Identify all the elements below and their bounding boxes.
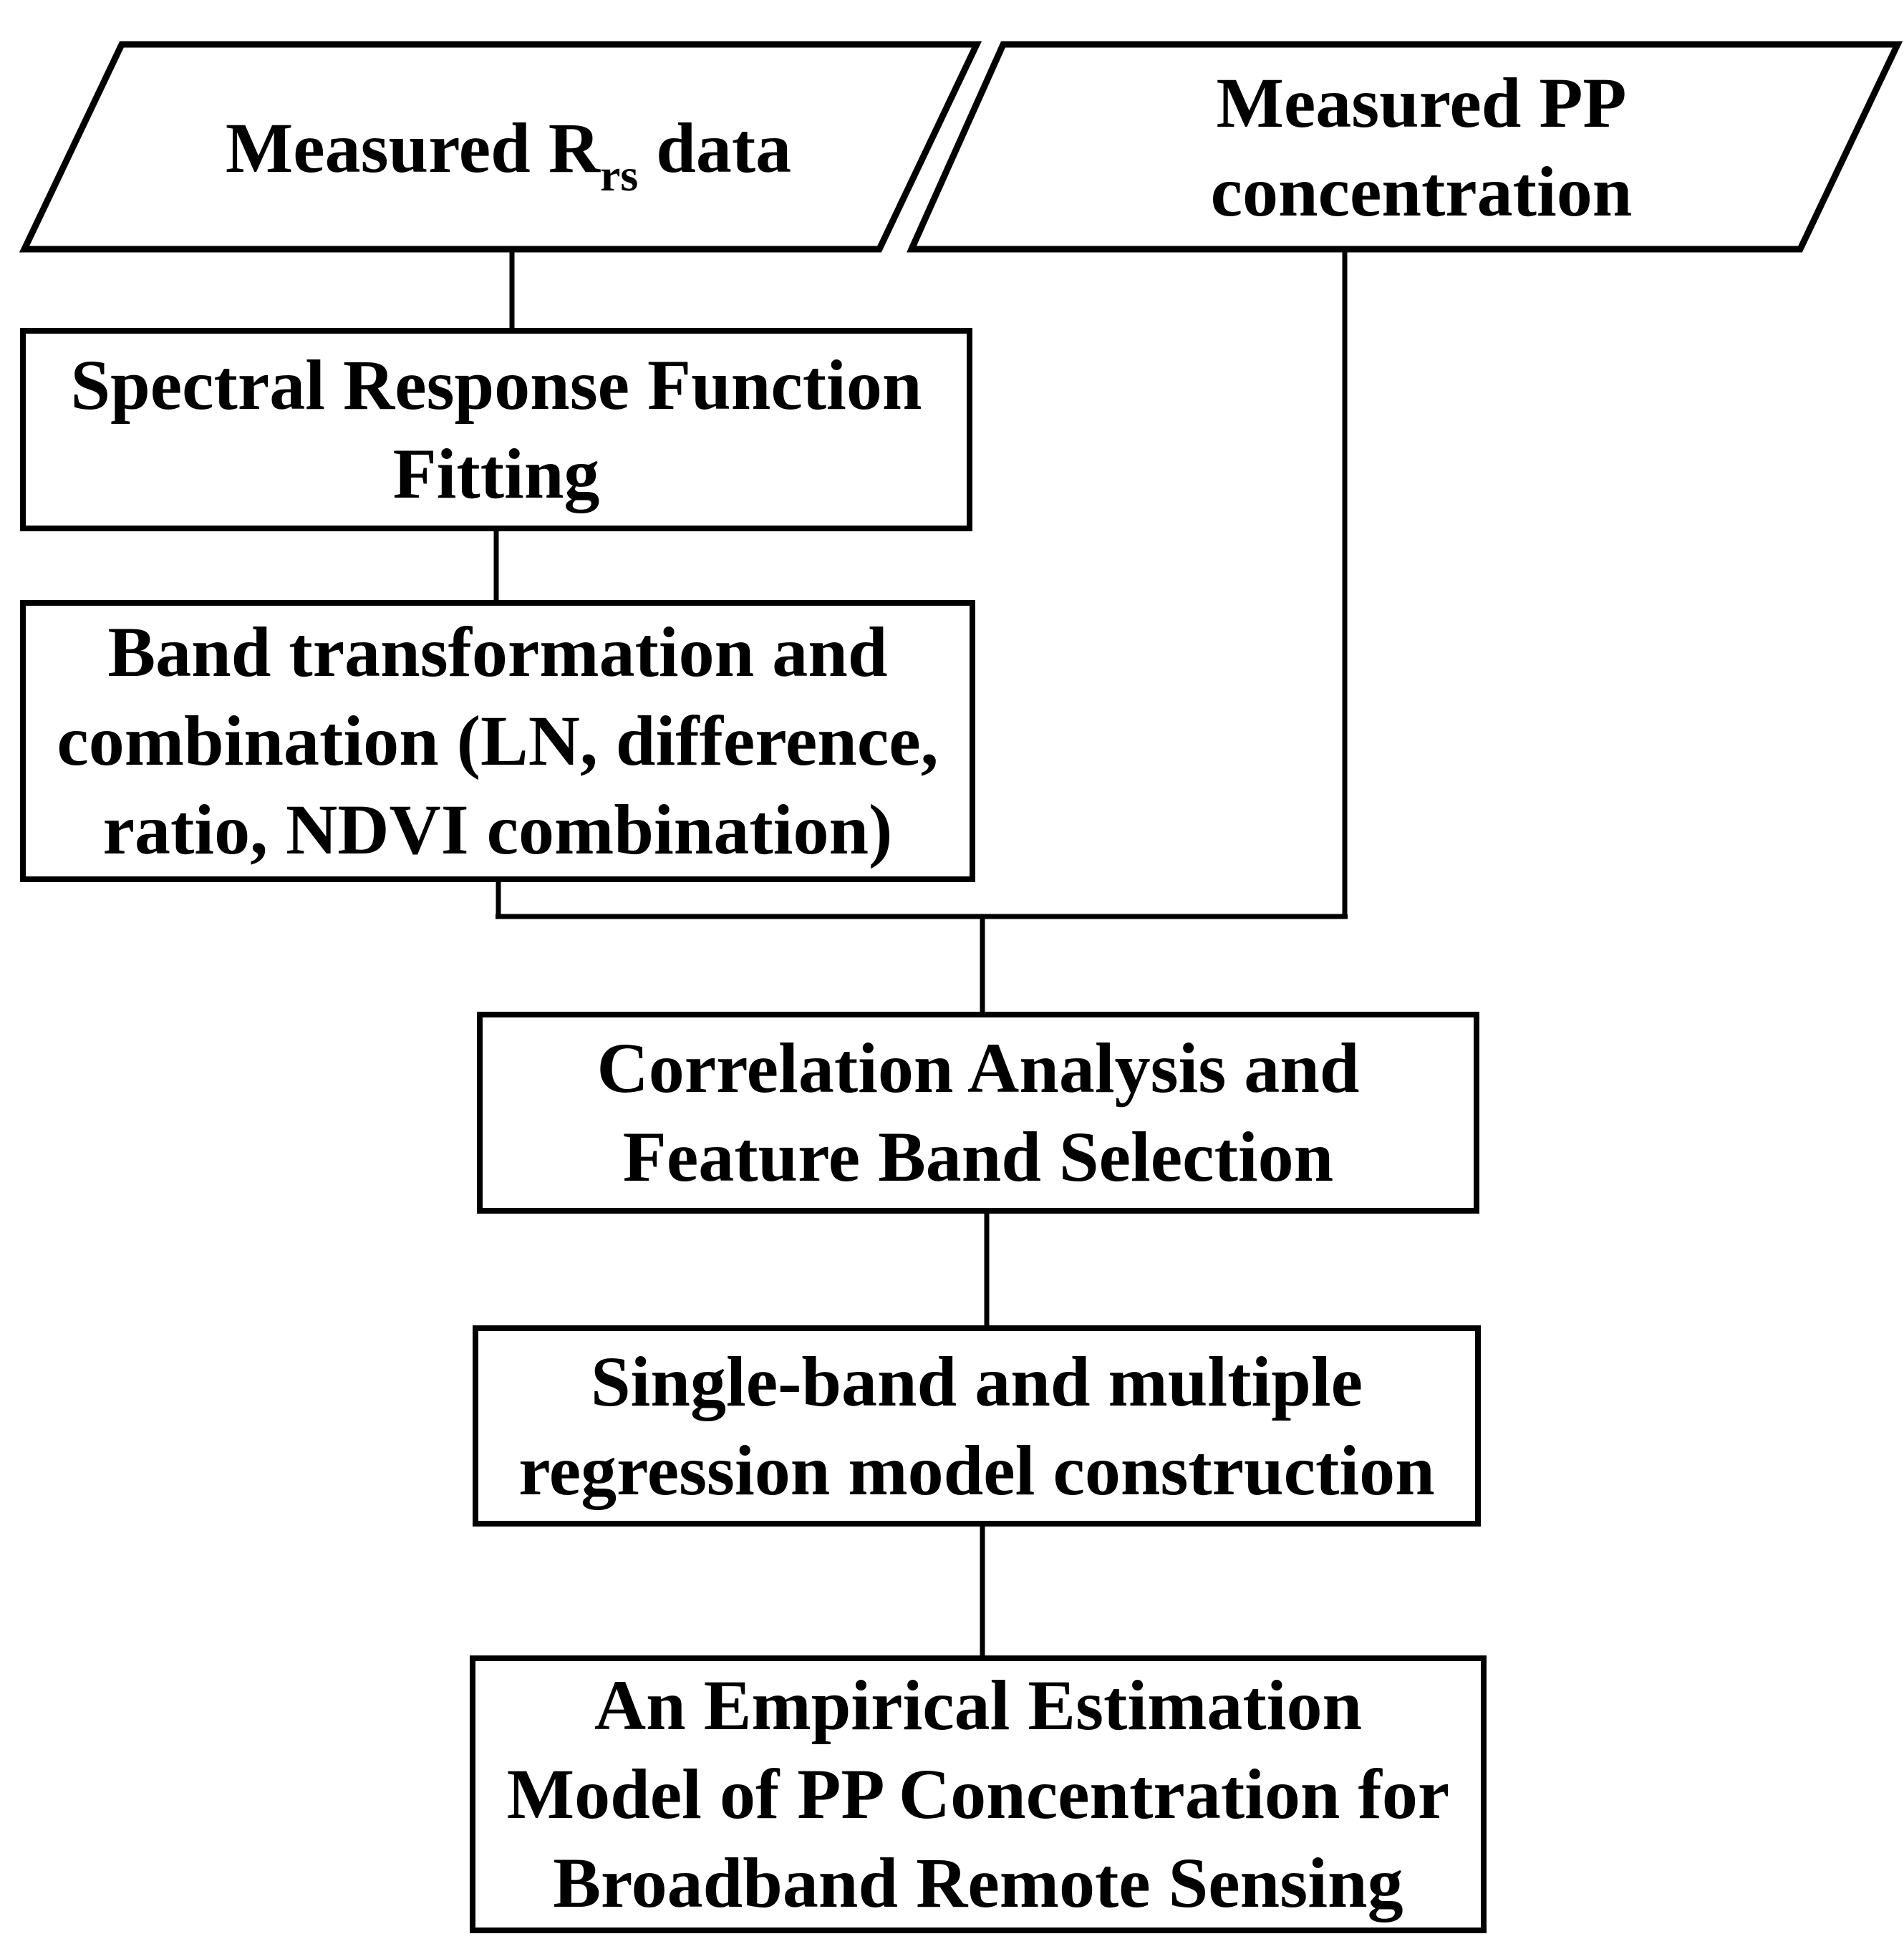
step-spectral-response-box: Spectral Response Function Fitting <box>20 328 972 531</box>
step-final-model-box: An Empirical Estimation Model of PP Conc… <box>470 1655 1487 1933</box>
rrs-label-suffix: data <box>638 108 792 188</box>
step-regression-line: regression model construction <box>518 1430 1435 1510</box>
rrs-label-subscript: rs <box>599 150 639 200</box>
step-spectral-line: Spectral Response Function <box>70 345 922 425</box>
rrs-label-prefix: Measured R <box>225 108 600 188</box>
step-regression-model-box: Single-band and multiple regression mode… <box>473 1325 1481 1527</box>
step-correlation-line: Feature Band Selection <box>622 1117 1334 1196</box>
input-rrs-parallelogram <box>19 41 982 253</box>
step-band-line: combination (LN, difference, <box>57 701 939 780</box>
step-band-transformation-box: Band transformation and combination (LN,… <box>20 600 975 882</box>
step-correlation-line: Correlation Analysis and <box>596 1028 1360 1108</box>
step-final-line: Model of PP Concentration for <box>506 1754 1450 1834</box>
step-spectral-line: Fitting <box>392 434 600 513</box>
step-band-line: Band transformation and <box>107 612 888 692</box>
step-correlation-analysis-box: Correlation Analysis and Feature Band Se… <box>477 1012 1479 1214</box>
step-final-line: Broadband Remote Sensing <box>553 1843 1403 1922</box>
input-pp-label-line: Measured PP <box>1216 63 1627 142</box>
input-pp-label: Measured PP concentration <box>1017 59 1826 236</box>
input-pp-parallelogram <box>907 41 1903 253</box>
step-regression-line: Single-band and multiple <box>590 1341 1363 1421</box>
step-band-line: ratio, NDVI combination) <box>102 790 893 869</box>
step-final-line: An Empirical Estimation <box>594 1665 1363 1745</box>
input-rrs-label: Measured Rrs data <box>79 66 938 231</box>
input-rrs-label-line: Measured Rrs data <box>225 104 792 198</box>
input-pp-label-line: concentration <box>1210 152 1633 231</box>
